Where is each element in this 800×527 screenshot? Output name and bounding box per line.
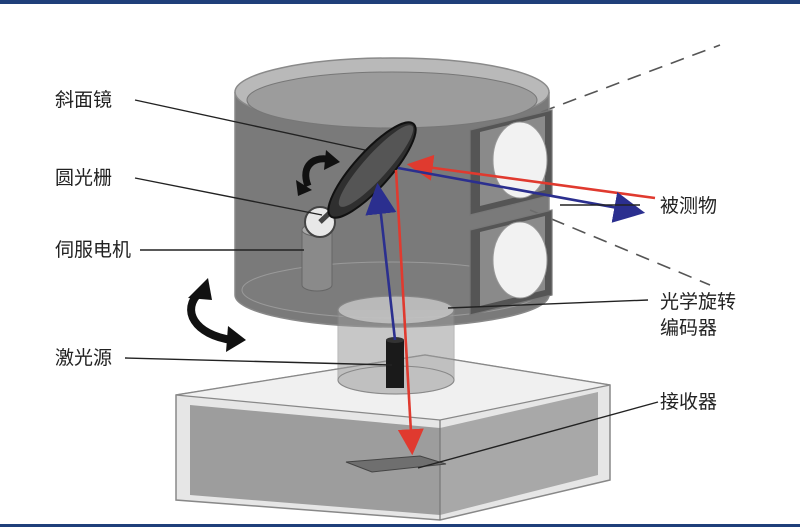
label-laser-source: 激光源 (55, 347, 113, 369)
label-circular-grating: 圆光栅 (55, 167, 113, 189)
label-target: 被测物 (660, 195, 718, 217)
bottom-border-line (0, 524, 800, 527)
laser-source (386, 337, 404, 388)
window-lower (469, 209, 553, 316)
label-encoder-line2: 编码器 (660, 317, 718, 339)
label-receiver: 接收器 (660, 391, 718, 413)
label-inclined-mirror: 斜面镜 (55, 89, 113, 111)
inclined-mirror (327, 121, 417, 219)
rotation-arrow-base (187, 278, 246, 352)
top-border-line (0, 0, 800, 4)
leader-lines (124, 99, 659, 469)
receiver-plate (345, 455, 447, 473)
rotation-arrow-mirror (296, 150, 340, 196)
field-of-view-lines (519, 44, 721, 286)
label-encoder-line1: 光学旋转 (660, 291, 737, 313)
label-servo-motor: 伺服电机 (55, 239, 132, 261)
